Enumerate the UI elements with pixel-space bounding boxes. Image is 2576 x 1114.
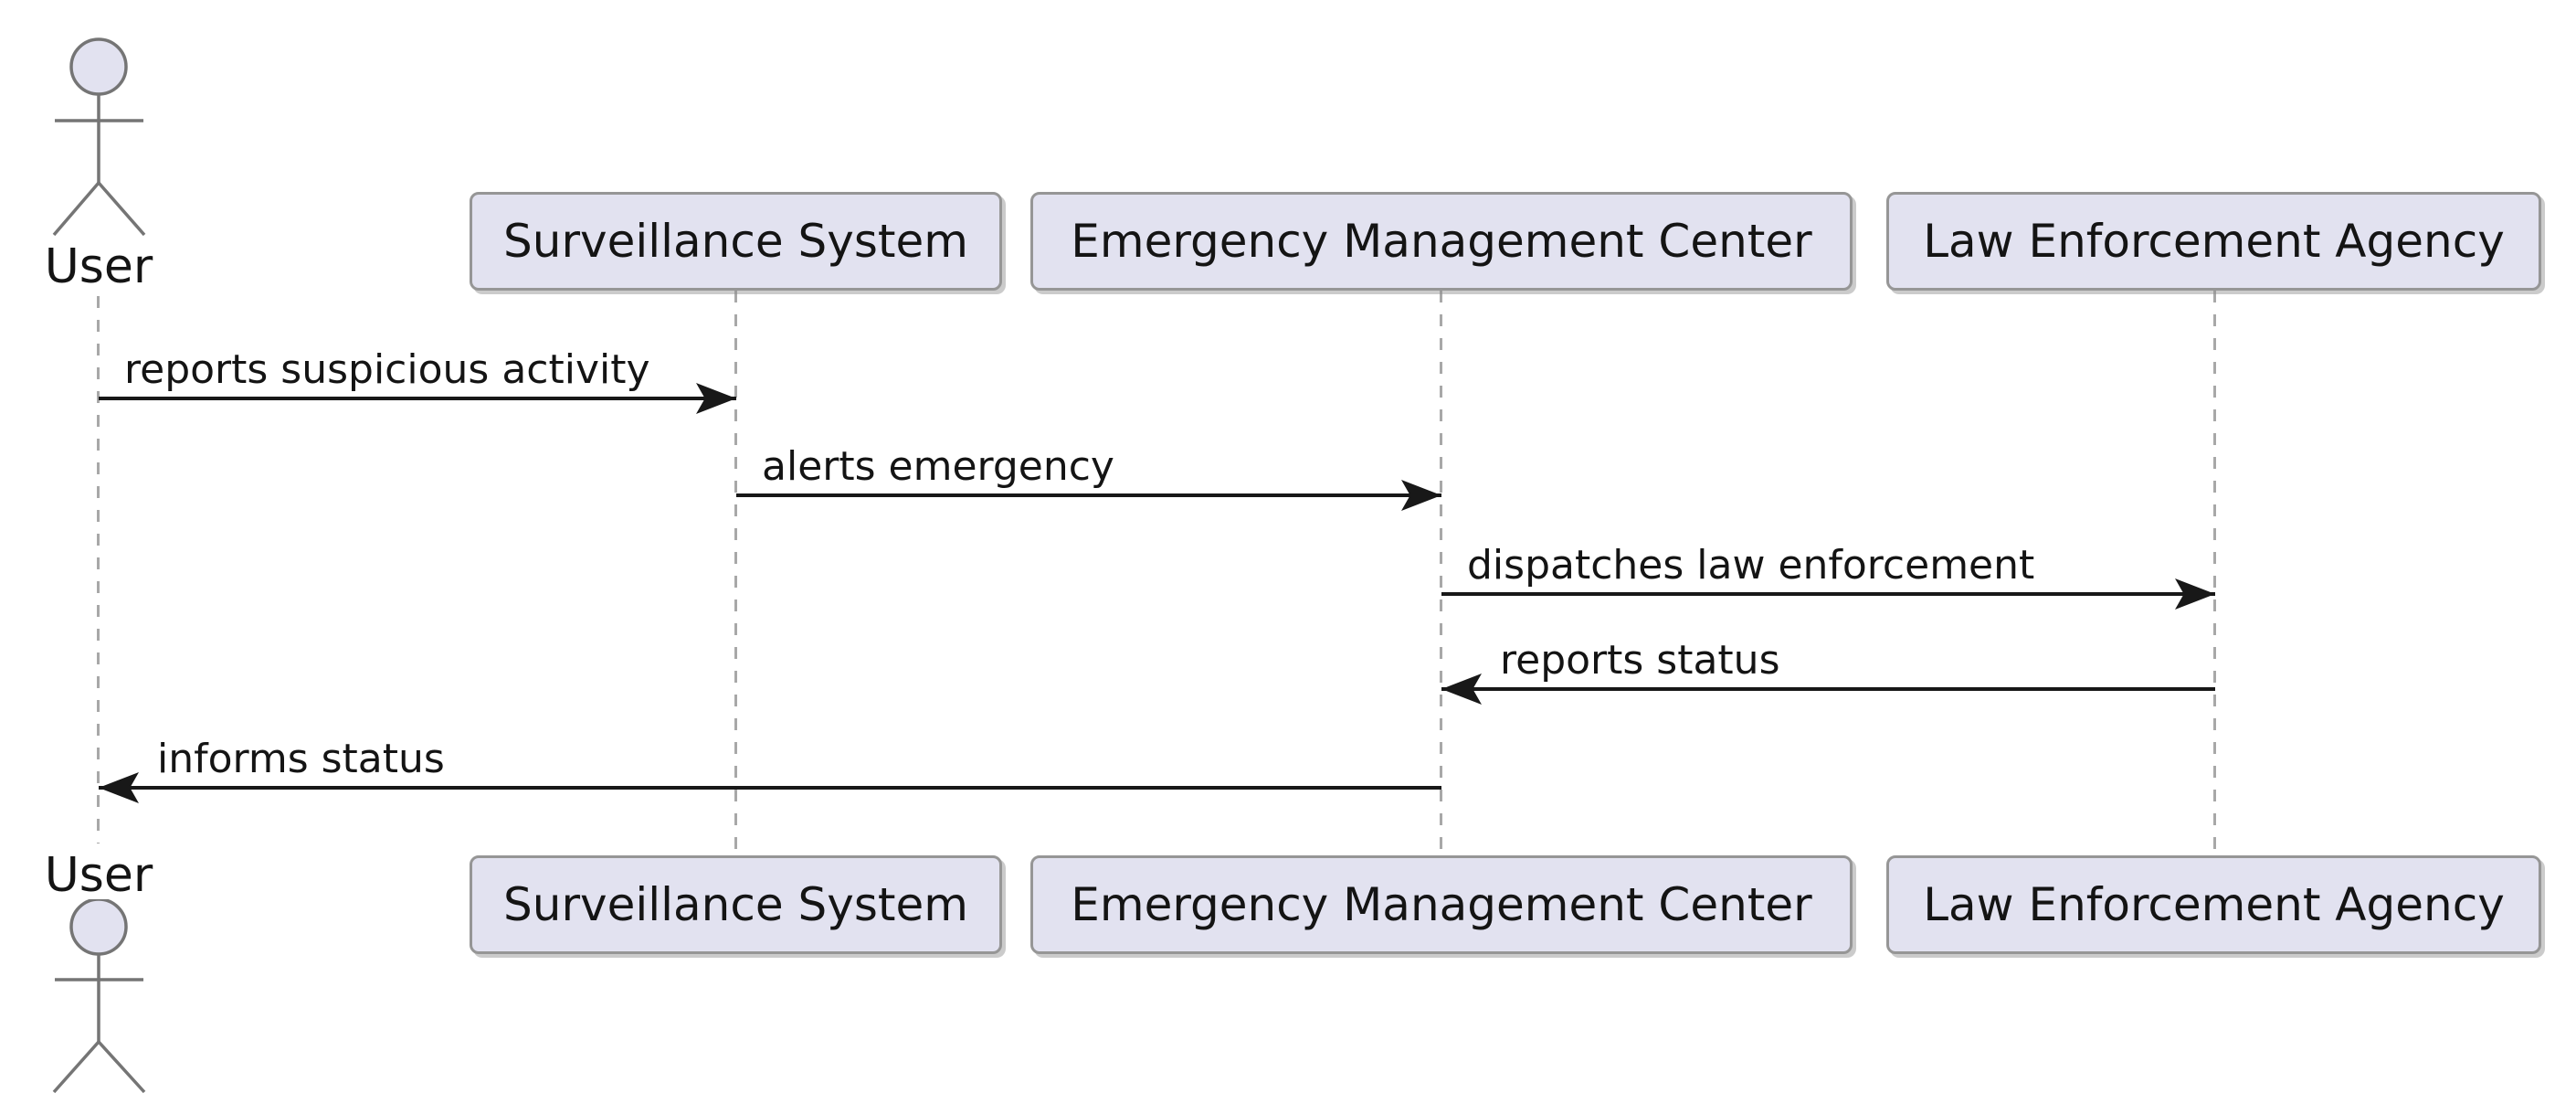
participant-box-surveillance-system-top: Surveillance System [470, 192, 1002, 291]
participant-box-law-enforcement-agency-top: Law Enforcement Agency [1886, 192, 2541, 291]
message-line-1 [99, 397, 736, 400]
participant-label: Emergency Management Center [1071, 878, 1812, 931]
actor-user-top-figure [52, 37, 146, 237]
actor-head [69, 37, 128, 96]
actor-user-top-label: User [44, 239, 153, 294]
participant-box-emergency-management-center-top: Emergency Management Center [1030, 192, 1853, 291]
message-label-reports-status: reports status [1500, 637, 1780, 684]
participant-label: Surveillance System [503, 878, 968, 931]
actor-head [69, 899, 128, 956]
lifeline-user [97, 296, 100, 843]
actor-leg-left [52, 1040, 100, 1094]
message-line-5 [99, 786, 1441, 790]
lifeline-law-enforcement-agency [2213, 291, 2216, 855]
participant-label: Surveillance System [503, 215, 968, 268]
message-label-dispatches-law-enforcement: dispatches law enforcement [1467, 542, 2035, 589]
participant-label: Law Enforcement Agency [1923, 215, 2505, 268]
participant-label: Emergency Management Center [1071, 215, 1812, 268]
message-label-informs-status: informs status [157, 736, 445, 782]
actor-user-bottom-figure [52, 899, 146, 1094]
lifeline-surveillance-system [734, 291, 737, 855]
lifeline-emergency-management-center [1440, 291, 1442, 855]
actor-leg-right [97, 181, 146, 237]
message-line-3 [1441, 592, 2215, 596]
participant-box-surveillance-system-bottom: Surveillance System [470, 855, 1002, 954]
message-label-reports-suspicious-activity: reports suspicious activity [124, 346, 650, 393]
actor-leg-left [52, 181, 100, 237]
message-line-4 [1441, 687, 2215, 691]
participant-label: Law Enforcement Agency [1923, 878, 2505, 931]
participant-box-emergency-management-center-bottom: Emergency Management Center [1030, 855, 1853, 954]
participant-box-law-enforcement-agency-bottom: Law Enforcement Agency [1886, 855, 2541, 954]
message-line-2 [736, 493, 1441, 497]
actor-user-bottom-label: User [44, 848, 153, 903]
actor-leg-right [97, 1040, 146, 1094]
message-label-alerts-emergency: alerts emergency [762, 443, 1114, 490]
